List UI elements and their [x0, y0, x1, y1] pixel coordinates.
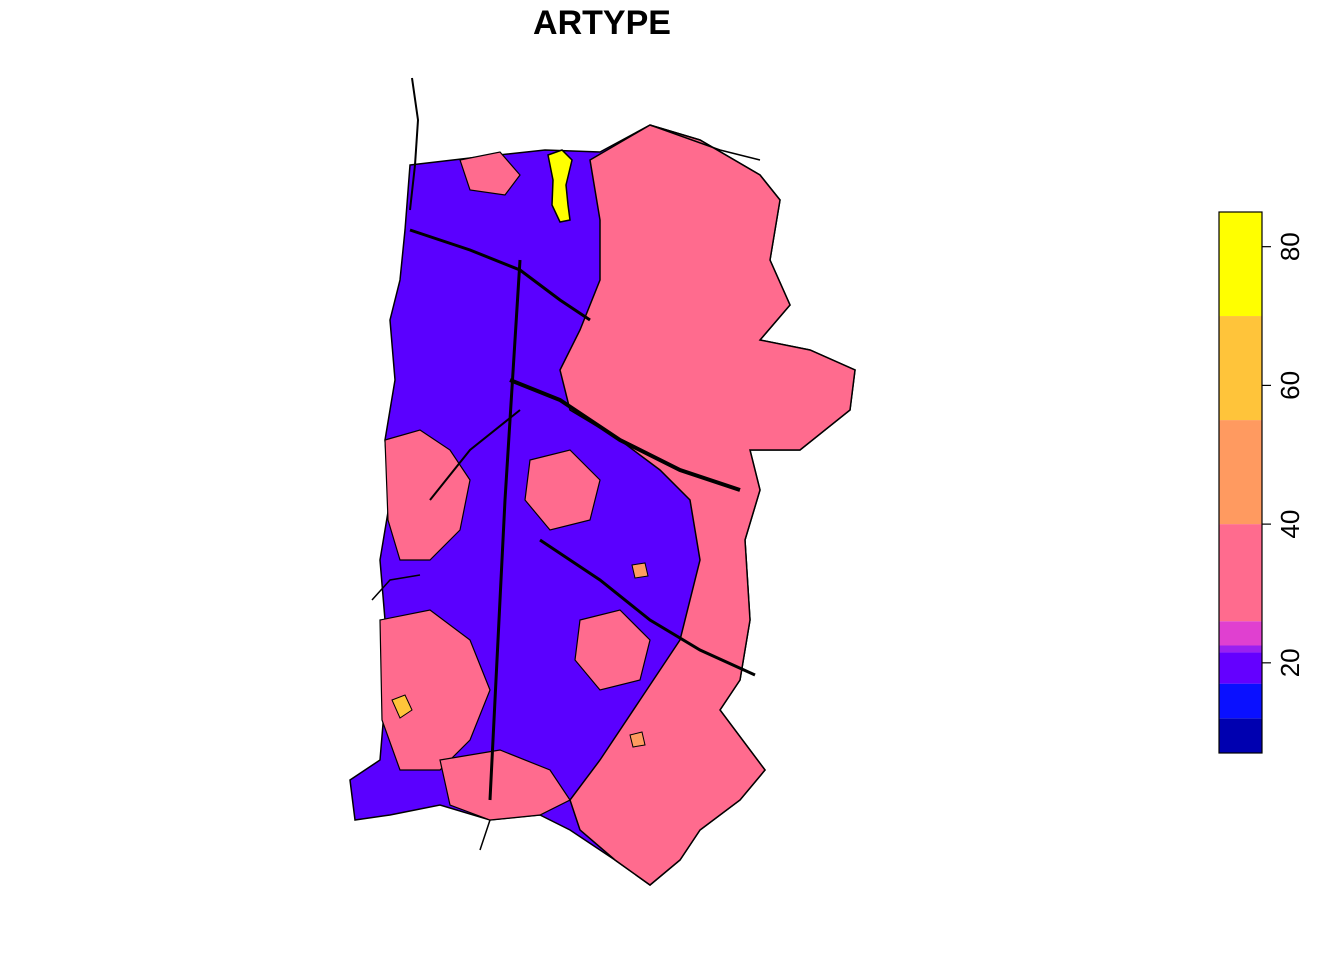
legend-frame	[1218, 211, 1263, 754]
legend-tick-label-1: 40	[1275, 510, 1305, 539]
map-title: ARTYPE	[533, 4, 671, 42]
legend-bin-0	[1219, 718, 1262, 753]
map-region-orange-c	[629, 731, 646, 748]
legend-bin-1	[1219, 683, 1262, 719]
map-region-south	[439, 749, 571, 821]
legend-tick-label-0: 20	[1275, 648, 1305, 677]
legend-bin-8	[1219, 212, 1262, 317]
map-region-orange-a	[391, 694, 413, 719]
map-region-yellow	[547, 149, 573, 223]
map-region-center-pink	[574, 609, 651, 691]
legend-tick-label-3: 80	[1275, 232, 1305, 261]
legend-tick-label-2: 60	[1275, 371, 1305, 400]
legend-bin-2	[1219, 652, 1262, 684]
map-region-north-pink	[459, 151, 521, 196]
map-linework	[371, 77, 761, 851]
legend-bin-4	[1219, 621, 1262, 646]
legend-bin-6	[1219, 420, 1262, 525]
map-region-orange-b	[631, 562, 649, 579]
map-region-east	[559, 124, 856, 886]
legend-bin-5	[1219, 524, 1262, 622]
map-region-center-pink-2	[524, 449, 601, 531]
map-region-west-a	[384, 429, 471, 561]
legend-bin-3	[1219, 645, 1262, 653]
map-region-west-b	[379, 609, 491, 771]
legend-bin-7	[1219, 316, 1262, 421]
